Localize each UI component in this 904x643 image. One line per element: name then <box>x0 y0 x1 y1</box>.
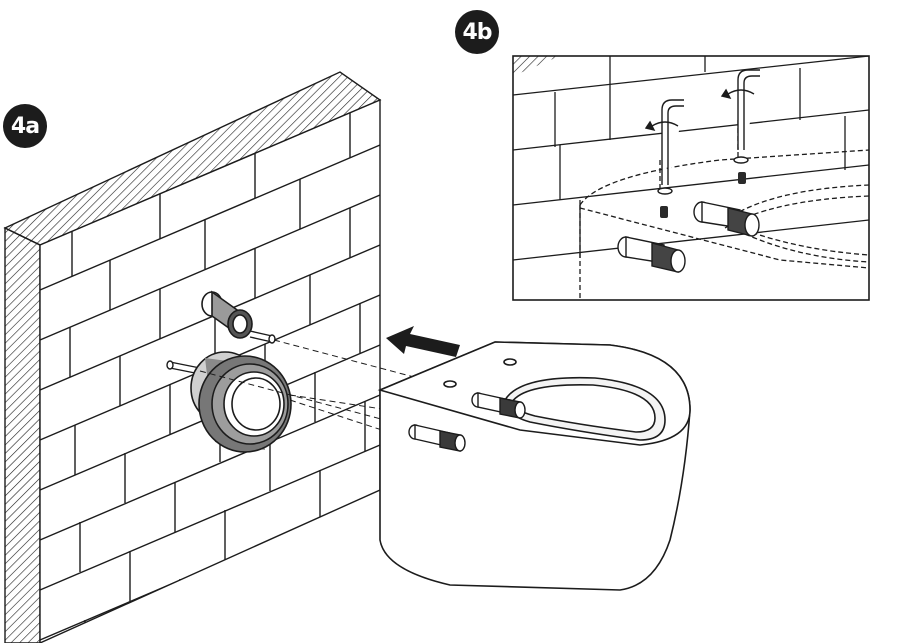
inset-bolt-lower <box>617 236 686 273</box>
toilet-bowl <box>377 341 691 591</box>
stud-upper <box>249 330 276 344</box>
rotate-arrow-icon <box>720 88 755 100</box>
set-screws <box>660 172 746 218</box>
detail-inset <box>512 55 870 301</box>
toilet-bolts <box>408 392 526 452</box>
insert-direction-arrow-icon <box>386 326 460 357</box>
step-label: 4b <box>462 19 492 45</box>
drain-gasket <box>190 351 292 453</box>
step-label: 4a <box>10 113 40 139</box>
step-badge-4b: 4b <box>455 10 499 54</box>
bolt-upper <box>471 392 526 419</box>
brick-wall <box>3 71 382 643</box>
rotate-arrow-icon <box>644 120 679 132</box>
water-inlet-connector <box>201 290 253 339</box>
inset-bolt-upper <box>693 201 760 237</box>
wall-side-face <box>4 226 41 643</box>
bolt-lower <box>408 424 466 452</box>
allen-key-left <box>657 99 684 195</box>
step-badge-4a: 4a <box>3 104 47 148</box>
